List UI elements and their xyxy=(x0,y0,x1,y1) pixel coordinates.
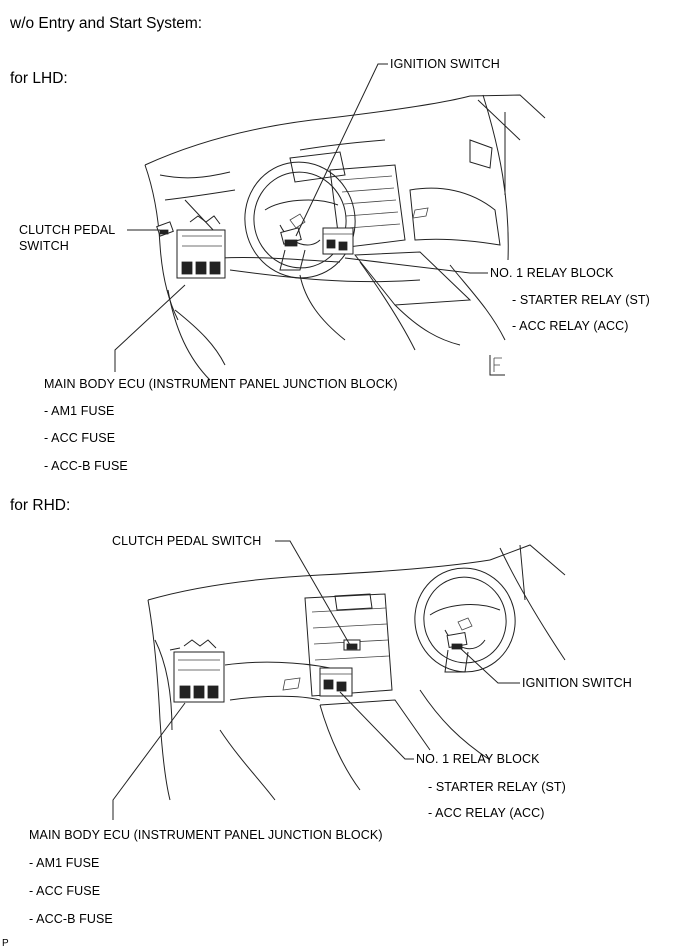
rhd-starter-relay-label: - STARTER RELAY (ST) xyxy=(428,780,566,794)
rhd-main-body-ecu-part xyxy=(173,639,225,703)
lhd-relay-block-label: NO. 1 RELAY BLOCK xyxy=(490,266,614,280)
rhd-heading: for RHD: xyxy=(10,497,71,514)
lhd-acc-relay-label: - ACC RELAY (ACC) xyxy=(512,319,629,333)
figure-code: P xyxy=(2,938,9,949)
lhd-leader-lines xyxy=(114,63,488,372)
rhd-ignition-switch-label: IGNITION SWITCH xyxy=(522,676,632,690)
rhd-fuse-am1: - AM1 FUSE xyxy=(29,856,100,870)
rhd-clutch-pedal-switch-label: CLUTCH PEDAL SWITCH xyxy=(112,534,262,548)
lhd-fuse-acc-b: - ACC-B FUSE xyxy=(44,459,128,473)
rhd-acc-relay-label: - ACC RELAY (ACC) xyxy=(428,806,545,820)
rhd-main-body-ecu-label: MAIN BODY ECU (INSTRUMENT PANEL JUNCTION… xyxy=(29,828,383,842)
rhd-relay-block-part xyxy=(319,667,353,697)
lhd-main-body-ecu-part xyxy=(176,215,226,279)
lhd-clutch-pedal-switch-label-line2: SWITCH xyxy=(19,239,69,253)
lhd-fuse-acc: - ACC FUSE xyxy=(44,431,116,445)
lhd-clutch-pedal-switch-label-line1: CLUTCH PEDAL xyxy=(19,223,116,237)
page-title: w/o Entry and Start System: xyxy=(10,15,203,32)
lhd-relay-block-part xyxy=(322,227,354,255)
rhd-leader-lines xyxy=(112,540,520,820)
lhd-heading: for LHD: xyxy=(10,70,68,87)
lhd-main-body-ecu-label: MAIN BODY ECU (INSTRUMENT PANEL JUNCTION… xyxy=(44,377,398,391)
lhd-clutch-pedal-switch-part xyxy=(156,221,174,237)
lhd-ignition-switch-part xyxy=(280,213,306,247)
rhd-relay-block-label: NO. 1 RELAY BLOCK xyxy=(416,752,540,766)
lhd-starter-relay-label: - STARTER RELAY (ST) xyxy=(512,293,650,307)
rhd-clutch-pedal-switch-part xyxy=(343,639,361,651)
rhd-dashboard-drawing xyxy=(147,544,566,801)
lhd-ignition-switch-label: IGNITION SWITCH xyxy=(390,57,500,71)
rhd-fuse-acc: - ACC FUSE xyxy=(29,884,101,898)
rhd-ignition-switch-part xyxy=(446,617,473,650)
lhd-dashboard-drawing xyxy=(144,94,546,381)
lhd-fuse-am1: - AM1 FUSE xyxy=(44,404,115,418)
rhd-fuse-acc-b: - ACC-B FUSE xyxy=(29,912,113,926)
